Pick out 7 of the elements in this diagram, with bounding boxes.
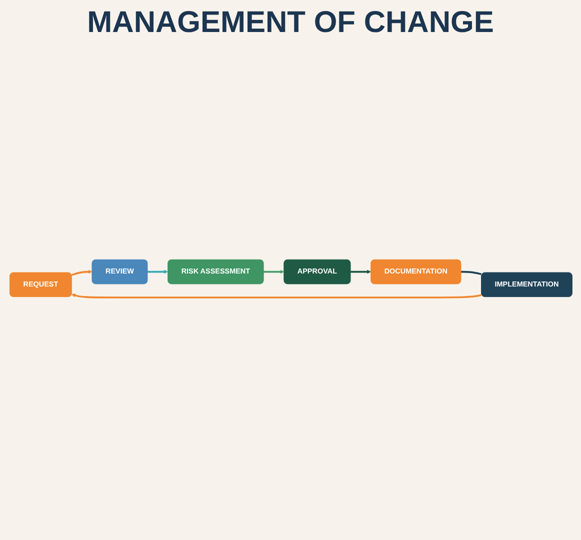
arrow <box>70 270 92 276</box>
title: MANAGEMENT OF CHANGE <box>86 6 495 40</box>
connector <box>460 271 481 276</box>
arrow <box>263 270 284 274</box>
arrow <box>147 270 168 274</box>
arrow <box>350 270 371 274</box>
arrow <box>71 294 481 299</box>
